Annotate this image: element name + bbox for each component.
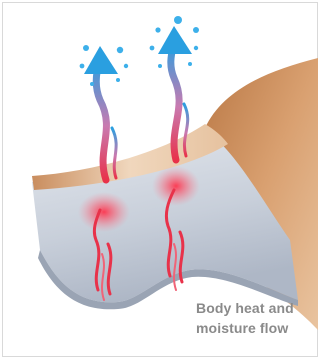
moisture-flow-left (96, 60, 116, 180)
vapor-arrow-left-icon (84, 46, 118, 74)
diagram-caption: Body heat and moisture flow (196, 298, 294, 338)
heat-glow-left (78, 192, 130, 232)
heat-glow-right (152, 166, 200, 206)
vapor-arrow-right-icon (158, 26, 192, 54)
caption-line-1: Body heat and (196, 298, 294, 318)
caption-line-2: moisture flow (196, 318, 294, 338)
